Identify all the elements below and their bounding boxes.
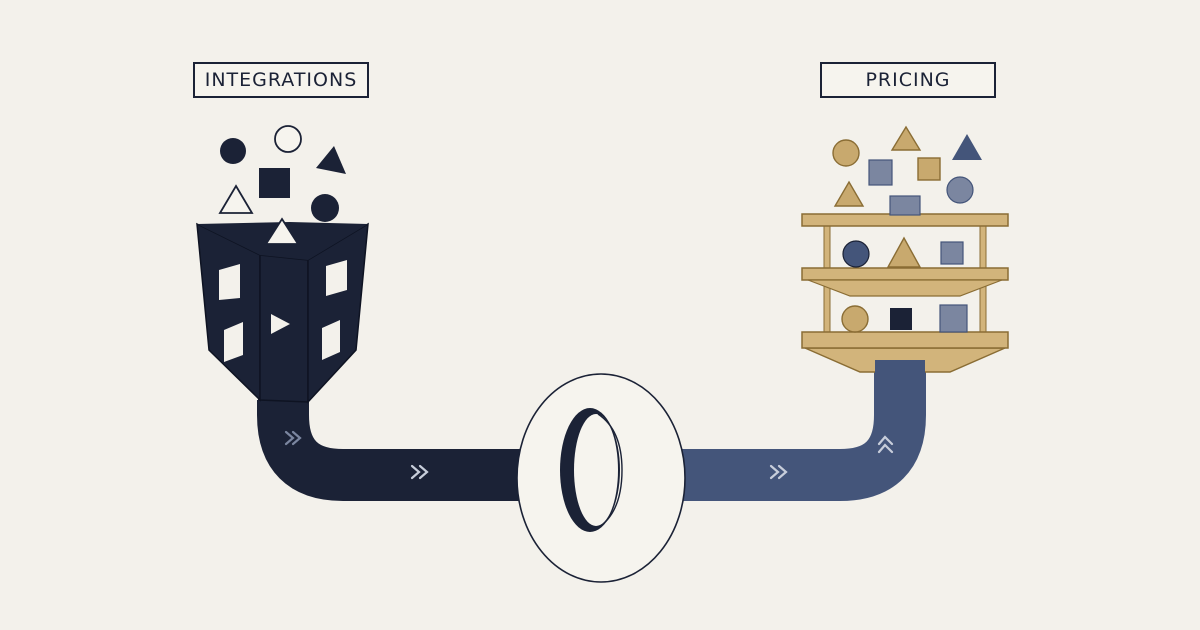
box-icon — [196, 217, 369, 418]
right-pipe — [615, 370, 926, 501]
pricing-label: PRICING — [820, 62, 996, 98]
ring-icon — [516, 373, 686, 583]
integrations-label: INTEGRATIONS — [193, 62, 369, 98]
left-pipe — [257, 400, 575, 501]
integration-shapes — [218, 125, 346, 222]
pricing-shapes — [832, 125, 982, 333]
shelf-icon — [801, 213, 1009, 380]
double-chevron-icon — [284, 430, 894, 480]
